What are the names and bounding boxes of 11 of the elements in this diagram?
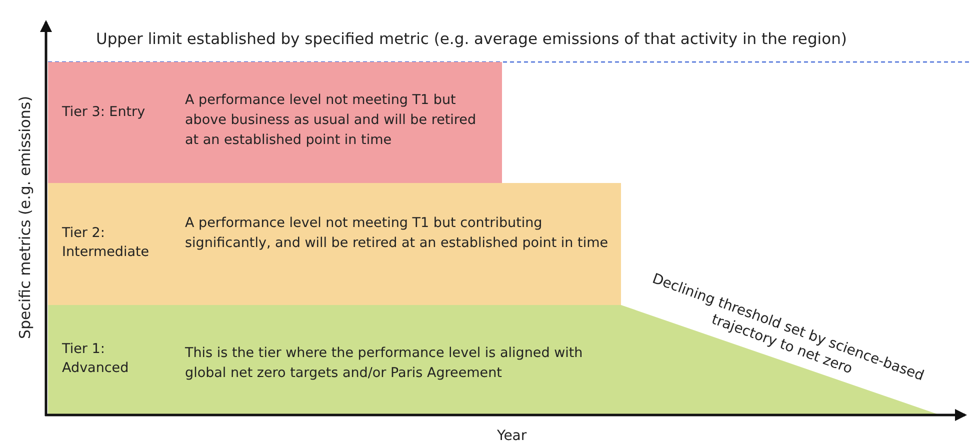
tier-description: This is the tier where the performance level is aligned with global net zero targets and/or Paris Agreement <box>185 344 584 383</box>
tier-description: A performance level not meeting T1 but above business as usual and will be retired at an established point in time <box>185 91 478 150</box>
tier-description: A performance level not meeting T1 but contributing significantly, and will be retired at an established point in time <box>185 214 610 253</box>
axis-title: Year <box>497 428 527 444</box>
tier-band <box>48 62 502 183</box>
tier-name: Tier 1: Advanced <box>62 340 130 378</box>
tier-band <box>48 183 621 305</box>
tier-name: Tier 2: Intermediate <box>62 224 150 262</box>
tier-name: Tier 3: Entry <box>62 102 146 122</box>
limit-note: Upper limit established by specified metric (e.g. average emissions of that activity in the region) <box>96 30 847 48</box>
axis-title: Specific metrics (e.g. emissions) <box>16 99 34 339</box>
